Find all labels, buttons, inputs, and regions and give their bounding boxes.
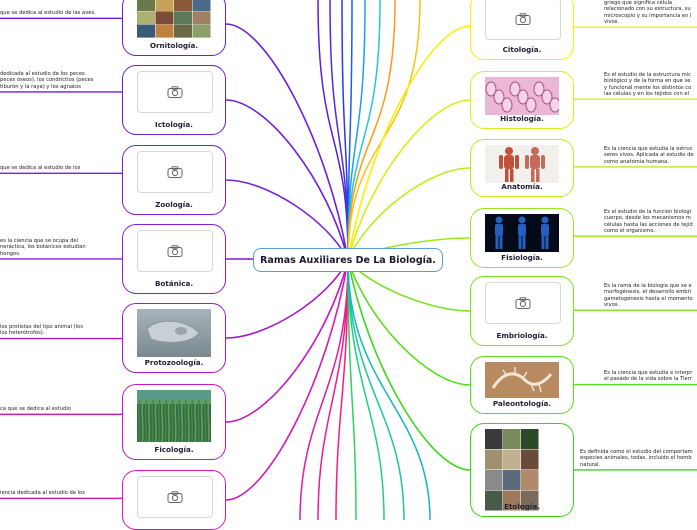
image-placeholder [137, 230, 213, 272]
topic-description: Es el estudio de la función biológi cuer… [604, 209, 693, 234]
topic-node-ficología[interactable]: Ficología. [122, 384, 226, 460]
camera-icon [515, 13, 531, 25]
topic-label: Paleontología. [492, 399, 552, 408]
topic-label: Fisiología. [501, 253, 543, 262]
topic-description: es la ciencia que se ocupa del neráctica… [0, 238, 86, 257]
topic-image [485, 362, 559, 398]
topic-description: Es el estudio de la estructura mic bioló… [604, 72, 692, 97]
topic-node-citología[interactable]: Citología. [470, 0, 574, 60]
topic-label: Etología. [504, 502, 540, 511]
image-placeholder [137, 71, 213, 113]
topic-image [485, 214, 559, 252]
topic-label: Ornitología. [149, 41, 199, 50]
camera-icon [167, 245, 183, 257]
topic-node-fisiología[interactable]: Fisiología. [470, 208, 574, 268]
topic-description: que se dedica al estudio de los [0, 165, 81, 171]
topic-description: Es la ciencia que estudia e interpr el p… [604, 370, 693, 383]
topic-image [137, 0, 211, 38]
topic-node-etología[interactable]: Etología. [470, 423, 574, 517]
topic-label: Botánica. [154, 279, 194, 288]
image-placeholder [485, 0, 561, 40]
topic-image [485, 77, 559, 115]
camera-icon [167, 86, 183, 98]
topic-label: Histología. [500, 114, 544, 123]
topic-label: Anatomía. [501, 182, 543, 191]
topic-label: Ictología. [155, 120, 193, 129]
image-placeholder [137, 476, 213, 518]
topic-node-histología[interactable]: Histología. [470, 71, 574, 129]
topic-image [137, 309, 211, 357]
topic-description: iencia dedicada al estudio de los [0, 490, 85, 496]
topic-label: Ficología. [154, 445, 194, 454]
topic-node-paleontología[interactable]: Paleontología. [470, 356, 574, 414]
topic-image [485, 145, 559, 183]
topic-description: Es la ciencia que estudia la estruc sere… [604, 146, 694, 165]
topic-node-zoología[interactable]: Zoología. [122, 145, 226, 215]
camera-icon [167, 491, 183, 503]
topic-description: Es la rama de la biología que se e morfo… [604, 283, 693, 308]
topic-node-protozoología[interactable]: Protozoología. [122, 303, 226, 373]
camera-icon [515, 297, 531, 309]
topic-label: Embriología. [496, 331, 548, 340]
central-topic-label: Ramas Auxiliares De La Biología. [260, 254, 436, 266]
topic-image [485, 429, 539, 511]
topic-description: Es definida como el estudio del comporta… [580, 449, 693, 468]
topic-image [137, 390, 211, 442]
topic-description: los protistas del tipo animal (los los h… [0, 324, 83, 337]
topic-node-anatomía[interactable]: Anatomía. [470, 139, 574, 197]
topic-node-embriología[interactable]: Embriología. [470, 276, 574, 346]
topic-label: Zoología. [155, 200, 193, 209]
image-placeholder [485, 282, 561, 324]
topic-description: dedicada al estudio de los peces. peces … [0, 71, 94, 90]
topic-node-ictología[interactable]: Ictología. [122, 65, 226, 135]
topic-node-ornitología[interactable]: Ornitología. [122, 0, 226, 56]
topic-node-unnamed[interactable] [122, 470, 226, 530]
camera-icon [167, 166, 183, 178]
image-placeholder [137, 151, 213, 193]
topic-description: que se dedica al estudio de las aves. [0, 10, 96, 16]
topic-label: Citología. [502, 45, 542, 54]
topic-label: Protozoología. [144, 358, 204, 367]
topic-description: ca que se dedica al estudio [0, 406, 71, 412]
topic-description: griego que significa célula relacionado … [604, 0, 692, 25]
topic-node-botánica[interactable]: Botánica. [122, 224, 226, 294]
central-topic[interactable]: Ramas Auxiliares De La Biología. [253, 248, 443, 272]
